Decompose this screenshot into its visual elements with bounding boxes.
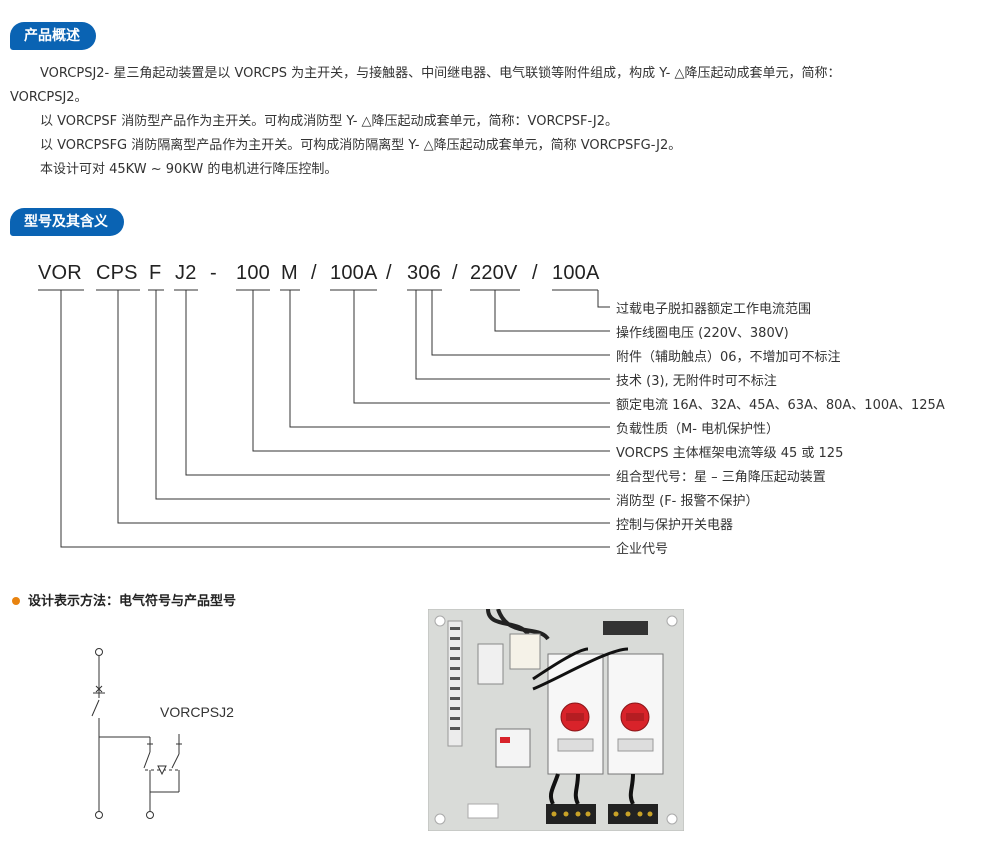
meaning-accessories: 附件（辅助触点）06，不增加可不标注 [616, 350, 841, 365]
section-title-model: 型号及其含义 [10, 208, 124, 236]
meaning-load-type: 负载性质（M- 电机保护性） [616, 422, 780, 437]
overview-paragraph-3: 以 VORCPSFG 消防隔离型产品作为主开关。可构成消防隔离型 Y- △降压起… [40, 138, 682, 153]
model-part-slash-1: / [311, 262, 317, 284]
model-part-slash-4: / [532, 262, 538, 284]
section-title-overview: 产品概述 [10, 22, 96, 50]
overview-paragraph-2: 以 VORCPSF 消防型产品作为主开关。可构成消防型 Y- △降压起动成套单元… [40, 114, 618, 129]
model-part-vor: VOR [38, 262, 82, 284]
product-photo [428, 609, 684, 831]
meaning-fire-type: 消防型 (F- 报警不保护） [616, 494, 759, 509]
model-part-dash: - [210, 262, 217, 284]
bullet-icon [12, 597, 20, 605]
meaning-rated-current: 额定电流 16A、32A、45A、63A、80A、100A、125A [616, 398, 945, 413]
model-part-f: F [149, 262, 162, 284]
meaning-frame-current: VORCPS 主体框架电流等级 45 或 125 [616, 446, 844, 461]
model-part-m: M [281, 262, 298, 284]
meaning-coil-voltage: 操作线圈电压 (220V、380V) [616, 326, 789, 341]
symbol-label: VORCPSJ2 [160, 704, 234, 720]
model-part-100: 100 [236, 262, 270, 284]
model-part-slash-3: / [452, 262, 458, 284]
model-part-220v: 220V [470, 262, 518, 284]
overview-paragraph-1: VORCPSJ2- 星三角起动装置是以 VORCPS 为主开关，与接触器、中间继… [40, 66, 841, 81]
model-part-cps: CPS [96, 262, 138, 284]
overview-paragraph-4: 本设计可对 45KW ~ 90KW 的电机进行降压控制。 [40, 162, 338, 177]
meaning-combination-code: 组合型代号：星 – 三角降压起动装置 [616, 470, 826, 485]
model-part-j2: J2 [175, 262, 197, 284]
meaning-enterprise-code: 企业代号 [616, 542, 669, 557]
model-part-100a-range: 100A [552, 262, 600, 284]
overview-paragraph-1-cont: VORCPSJ2。 [10, 90, 88, 105]
meaning-overload-range: 过载电子脱扣器额定工作电流范围 [616, 302, 812, 317]
meaning-technology: 技术 (3), 无附件时可不标注 [616, 374, 777, 389]
model-part-306: 306 [407, 262, 441, 284]
meaning-cps-device: 控制与保护开关电器 [616, 518, 734, 533]
design-title: 设计表示方法：电气符号与产品型号 [28, 594, 237, 609]
model-part-slash-2: / [386, 262, 392, 284]
model-part-100a: 100A [330, 262, 378, 284]
